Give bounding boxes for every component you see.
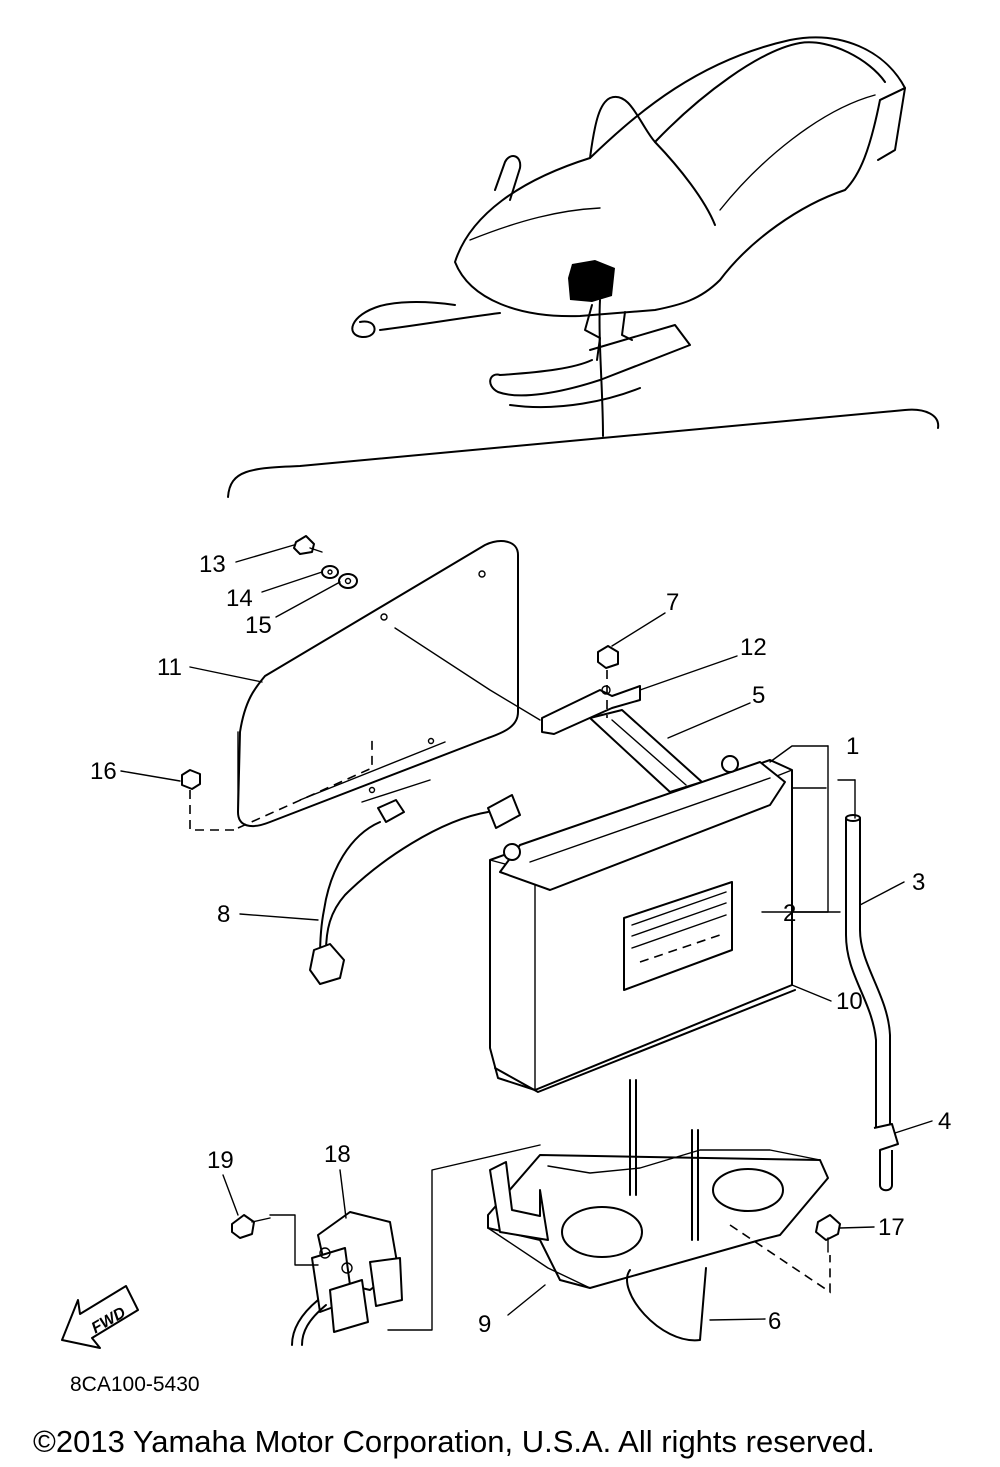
callout-4: 4	[938, 1108, 951, 1135]
callout-10: 10	[836, 988, 863, 1015]
callout-18: 18	[324, 1141, 351, 1168]
callout-11: 11	[157, 654, 182, 681]
forward-arrow-icon: FWD	[61, 1285, 139, 1349]
callout-1: 1	[846, 733, 859, 760]
hose-cap	[873, 1123, 899, 1192]
cover-screw	[293, 535, 323, 555]
cover-nut	[181, 769, 201, 790]
callout-8: 8	[217, 901, 230, 928]
breather-hose	[845, 814, 891, 1129]
battery-lead	[309, 794, 521, 985]
callout-labels: 13 14 15 11 7 12 5 1 2 3 10 4 16 8 19 18…	[90, 551, 951, 1338]
callout-3: 3	[912, 869, 925, 896]
callout-13: 13	[199, 551, 226, 578]
mounting-rod	[626, 1079, 707, 1342]
callout-12: 12	[740, 634, 767, 661]
battery-cover	[237, 540, 519, 828]
relay-bolt	[231, 1214, 271, 1239]
leader-lines	[120, 544, 933, 1321]
diagram-code: 8CA100-5430	[70, 1373, 200, 1396]
snowmobile-illustration	[227, 36, 940, 498]
flange-nut	[597, 645, 619, 669]
battery-box	[487, 1149, 829, 1289]
battery-strap	[589, 709, 703, 793]
battery	[489, 755, 796, 1093]
callout-6: 6	[768, 1308, 781, 1335]
assembly-guides	[189, 627, 831, 1331]
starter-relay	[291, 1211, 403, 1346]
copyright-notice: ©2013 Yamaha Motor Corporation, U.S.A. A…	[33, 1424, 875, 1459]
callout-9: 9	[478, 1311, 491, 1338]
strap-bracket	[541, 685, 641, 735]
washer-large	[338, 573, 358, 589]
callout-2: 2	[783, 900, 796, 927]
box-bolt	[815, 1214, 841, 1253]
callout-5: 5	[752, 682, 765, 709]
callout-16: 16	[90, 758, 117, 785]
callout-14: 14	[226, 585, 253, 612]
callout-15: 15	[245, 612, 272, 639]
callout-17: 17	[878, 1214, 905, 1241]
callout-7: 7	[666, 589, 679, 616]
callout-19: 19	[207, 1147, 234, 1174]
washer-small	[321, 565, 339, 579]
